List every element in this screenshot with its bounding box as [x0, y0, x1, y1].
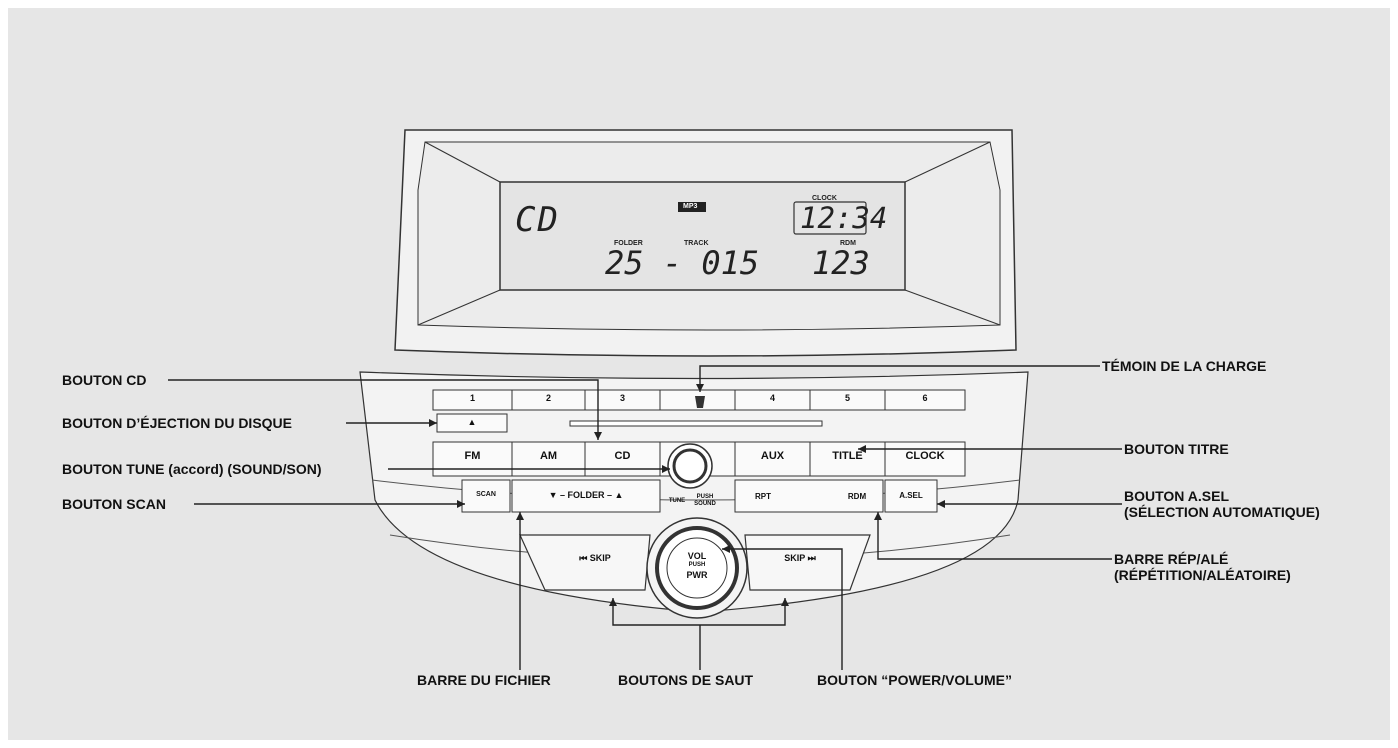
rpt-label[interactable]: RPT: [755, 492, 771, 501]
mp3-badge-text: MP3: [683, 203, 698, 210]
lcd-screen: [499, 181, 906, 291]
leader-load: [699, 365, 1100, 392]
vol-label[interactable]: VOL: [687, 551, 707, 561]
cd-button[interactable]: CD: [614, 450, 631, 462]
folder-track-readout: 25 - 015: [605, 244, 760, 282]
display-mode: CD: [515, 200, 560, 240]
mp3-badge: [678, 202, 706, 212]
rep-bar-shape: [734, 479, 884, 513]
push-sound-label: PUSH SOUND: [694, 494, 716, 507]
preset-2[interactable]: 2: [545, 393, 551, 403]
rdm-readout: 123: [812, 244, 870, 282]
callout-rep-line2: (RÉPÉTITION/ALÉATOIRE): [1114, 567, 1291, 583]
preset-5[interactable]: 5: [844, 393, 850, 403]
leader-skip: [612, 598, 786, 626]
callout-asel-line1: BOUTON A.SEL: [1124, 488, 1230, 504]
rdm-label: RDM: [840, 240, 856, 247]
folder-bar-shape: [511, 479, 661, 513]
callout-load-indicator: TÉMOIN DE LA CHARGE: [1102, 358, 1267, 374]
aux-button[interactable]: AUX: [760, 450, 785, 462]
callout-power-volume: BOUTON “POWER/VOLUME”: [817, 672, 1012, 688]
title-button[interactable]: TITLE: [832, 450, 863, 462]
skip-back-pad: [519, 534, 651, 591]
tune-label: TUNE: [668, 498, 686, 504]
callout-tune-button: BOUTON TUNE (accord) (SOUND/SON): [62, 461, 322, 477]
preset-6[interactable]: 6: [922, 393, 928, 403]
am-button[interactable]: AM: [539, 450, 558, 462]
leader-cd: [168, 379, 599, 440]
eject-button[interactable]: ▲: [467, 417, 477, 427]
leader-rep: [877, 512, 1112, 560]
fm-button[interactable]: FM: [464, 450, 481, 462]
callout-title-button: BOUTON TITRE: [1124, 441, 1229, 457]
callout-rep-line1: BARRE RÉP/ALÉ: [1114, 551, 1229, 567]
asel-button[interactable]: A.SEL: [899, 491, 923, 500]
disc-slot: [569, 420, 823, 427]
push-label: PUSH: [688, 562, 706, 568]
skip-forward-button[interactable]: SKIP ⏭: [784, 553, 816, 563]
callout-cd-button: BOUTON CD: [62, 372, 147, 388]
clock-label: CLOCK: [812, 195, 837, 202]
callout-eject-button: BOUTON D’ÉJECTION DU DISQUE: [62, 415, 292, 431]
load-indicator-icon: [695, 396, 705, 408]
leader-power: [722, 548, 843, 670]
callout-skip-buttons: BOUTONS DE SAUT: [618, 672, 754, 688]
clock-frame: [793, 201, 867, 235]
preset-1[interactable]: 1: [469, 393, 475, 403]
callout-asel-line2: (SÉLECTION AUTOMATIQUE): [1124, 504, 1320, 520]
callout-scan-button: BOUTON SCAN: [62, 496, 166, 512]
clock-time: 12:34: [800, 201, 888, 235]
skip-back-button[interactable]: ⏮ SKIP: [579, 553, 611, 563]
rdm-bar-label[interactable]: RDM: [847, 492, 867, 501]
preset-3[interactable]: 3: [619, 393, 625, 403]
pwr-label[interactable]: PWR: [686, 570, 708, 580]
clock-button[interactable]: CLOCK: [905, 450, 945, 462]
folder-label: FOLDER: [614, 240, 643, 247]
folder-bar[interactable]: ▼ – FOLDER – ▲: [548, 490, 624, 500]
scan-button[interactable]: SCAN: [476, 491, 496, 498]
callout-folder-bar: BARRE DU FICHIER: [417, 672, 551, 688]
track-label: TRACK: [684, 240, 709, 247]
preset-4[interactable]: 4: [769, 393, 775, 403]
